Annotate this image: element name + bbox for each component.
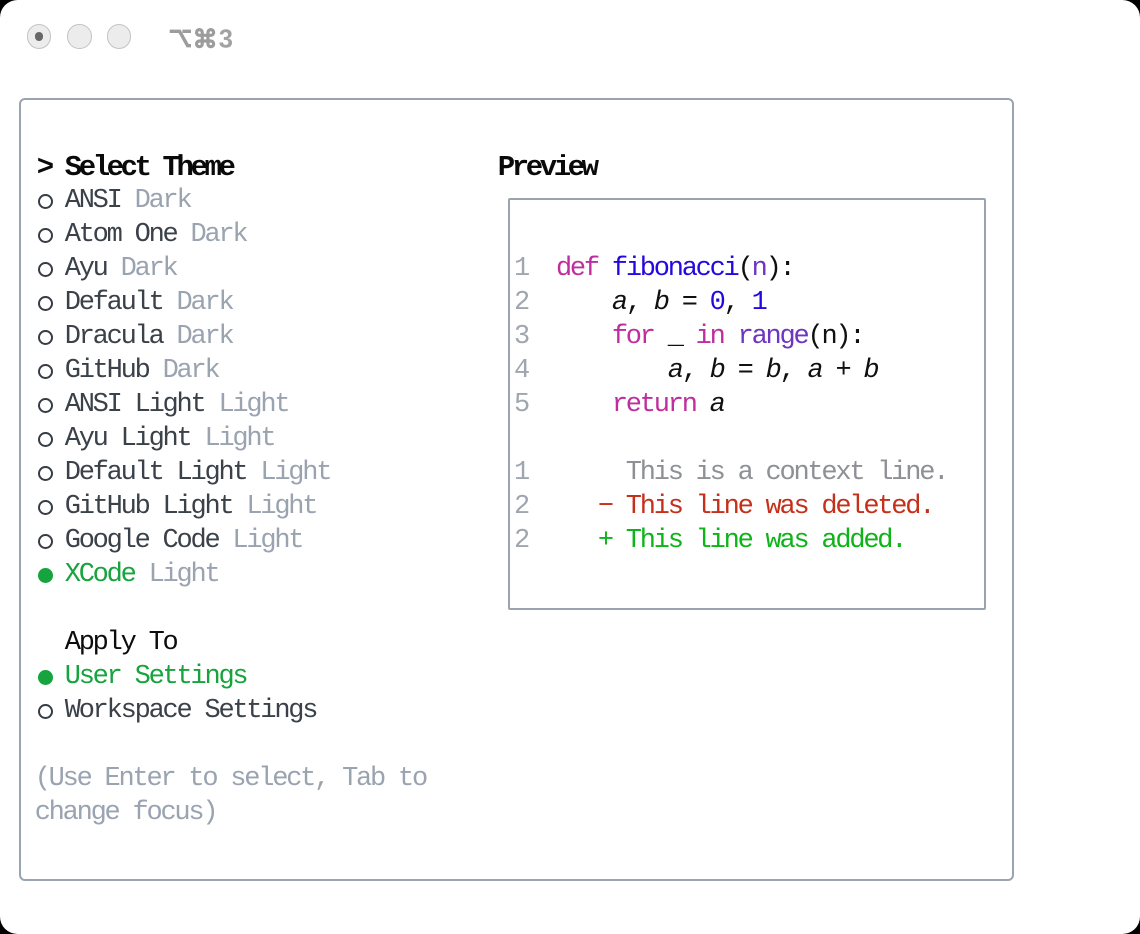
svg-text:3: 3 — [219, 26, 233, 51]
